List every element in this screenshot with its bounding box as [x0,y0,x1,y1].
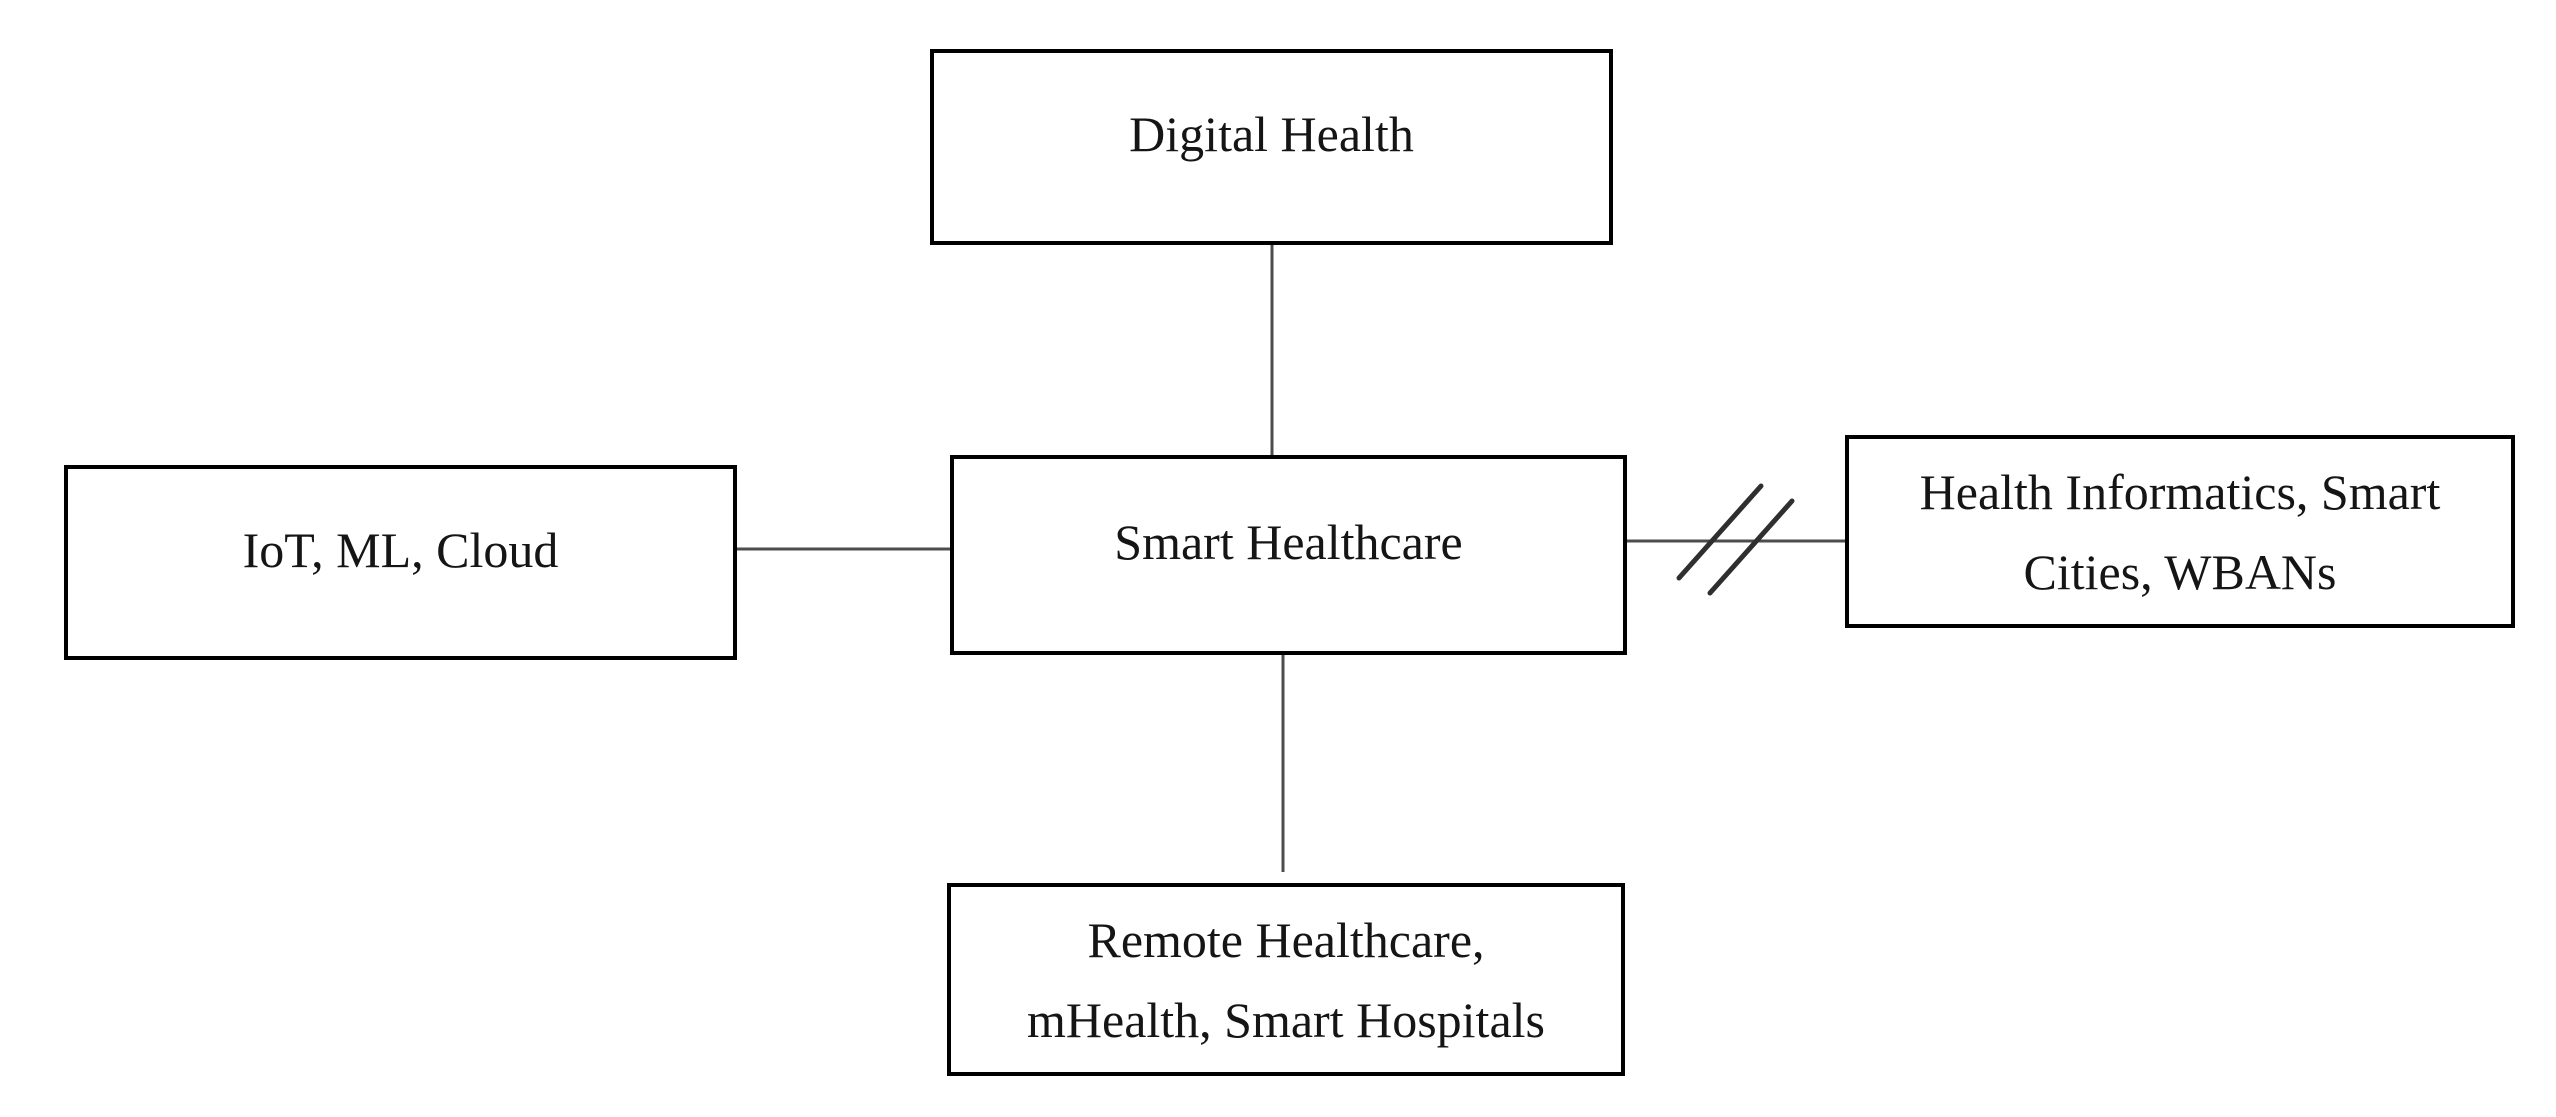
node-digital-health-label: Digital Health [1129,106,1414,162]
node-remote-healthcare-label: Remote Healthcare, mHealth, Smart Hospit… [1027,911,1545,1048]
node-iot-ml-cloud-label: IoT, ML, Cloud [242,521,559,578]
node-iot-ml-cloud: IoT, ML, Cloud [64,465,737,660]
node-remote-healthcare: Remote Healthcare, mHealth, Smart Hospit… [947,883,1625,1076]
node-smart-healthcare: Smart Healthcare [950,455,1627,655]
node-digital-health: Digital Health [930,49,1613,245]
node-health-informatics: Health Informatics, Smart Cities, WBANs [1845,435,2515,628]
node-health-informatics-label: Health Informatics, Smart Cities, WBANs [1919,463,2441,600]
break-slash-icon [1676,483,1764,581]
break-slash-icon [1707,498,1795,596]
node-smart-healthcare-label: Smart Healthcare [1114,514,1463,570]
